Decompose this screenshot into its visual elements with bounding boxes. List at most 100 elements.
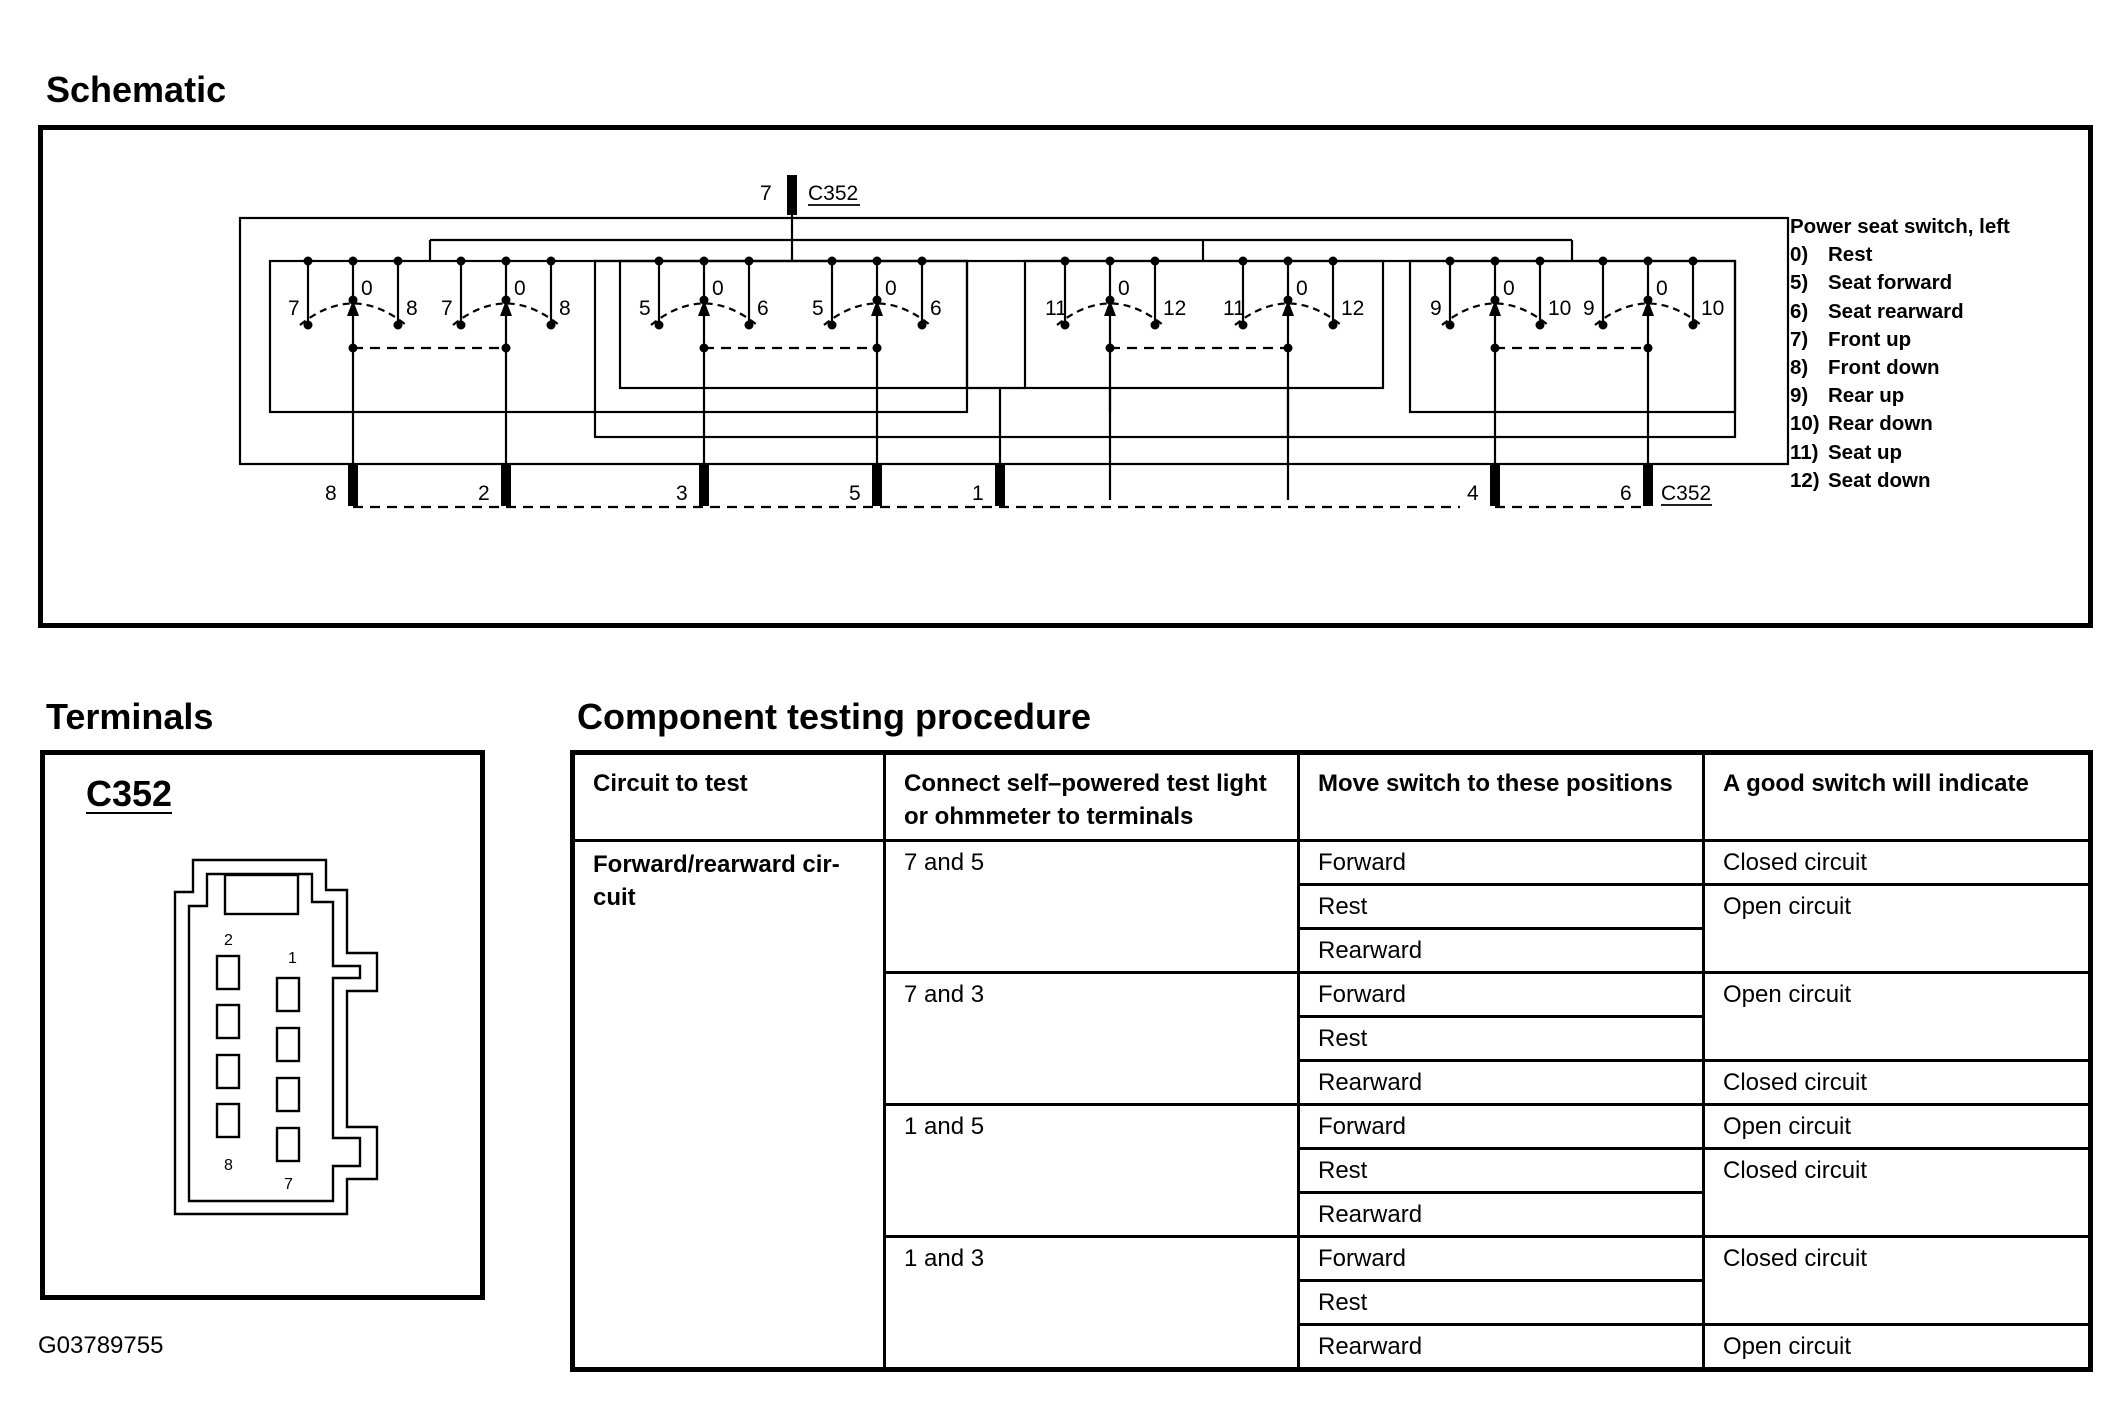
legend-code: 6) — [1790, 299, 1809, 323]
result-cell: Closed circuit — [1702, 1059, 2092, 1106]
position-cell: Forward — [1297, 1235, 1705, 1282]
position-cell: Forward — [1297, 839, 1705, 886]
switch-wiper-3: 506 — [639, 256, 769, 500]
connector-pin-3 — [699, 464, 709, 506]
result-cell: Closed circuit — [1702, 839, 2092, 886]
terminals-cell: 7 and 5 — [883, 839, 1300, 974]
pin-number-2: 2 — [478, 482, 490, 505]
result-cell: Open circuit — [1702, 1103, 2092, 1150]
connector-pin-5 — [872, 464, 882, 506]
legend-title: Power seat switch, left — [1790, 215, 2010, 238]
legend-code: 0) — [1790, 243, 1809, 267]
legend-label: Rear down — [1828, 412, 1933, 436]
switch-label-left: 5 — [639, 297, 651, 320]
cavity-right-3 — [275, 1076, 301, 1113]
schematic-heading: Schematic — [46, 69, 227, 110]
switch-label-rest: 0 — [1118, 277, 1130, 300]
switch-label-rest: 0 — [885, 277, 897, 300]
connector-pin-1 — [995, 464, 1005, 506]
pin-number-5: 5 — [849, 482, 861, 505]
figure-id: G03789755 — [38, 1332, 164, 1359]
legend-label: Front up — [1828, 327, 1912, 351]
pin-label-8: 8 — [224, 1157, 233, 1174]
column-header-circuit: Circuit to test — [571, 751, 886, 842]
pin-label-1: 1 — [288, 950, 297, 967]
switch-label-rest: 0 — [712, 277, 724, 300]
cavity-right-2 — [275, 1026, 301, 1063]
connector-pin-4 — [1490, 464, 1500, 506]
pin-number-4: 4 — [1467, 482, 1479, 505]
legend-code: 10) — [1790, 412, 1820, 436]
legend-item: 7) Front up — [1790, 326, 2010, 354]
position-cell: Rearward — [1297, 927, 1705, 974]
position-cell: Forward — [1297, 1103, 1705, 1150]
switch-label-rest: 0 — [1503, 277, 1515, 300]
pin-number-6: 6 — [1620, 482, 1632, 505]
position-cell: Rest — [1297, 883, 1705, 930]
legend-item: 10) Rear down — [1790, 410, 2010, 438]
top-pin-number: 7 — [760, 182, 772, 205]
result-cell: Open circuit — [1702, 1323, 2092, 1371]
legend-code: 5) — [1790, 271, 1809, 295]
circuit-cell: Forward/rearward cir-cuit — [571, 839, 886, 1371]
switch-label-rest: 0 — [1656, 277, 1668, 300]
cavity-left-3 — [215, 1053, 241, 1090]
result-cell: Open circuit — [1702, 883, 2092, 974]
terminal-connector-label: C352 — [86, 773, 172, 814]
switch-label-right: 6 — [930, 297, 942, 320]
legend-label: Seat up — [1828, 440, 1903, 464]
switch-label-right: 8 — [559, 297, 571, 320]
pin-label-2: 2 — [224, 932, 233, 949]
legend-label: Seat forward — [1828, 271, 1953, 295]
cavity-right-1 — [275, 976, 301, 1013]
pin-number-8: 8 — [325, 482, 337, 505]
switch-label-right: 12 — [1341, 297, 1364, 320]
top-connector-pin — [787, 175, 797, 215]
legend-code: 7) — [1790, 327, 1809, 351]
legend-code: 11) — [1790, 440, 1819, 464]
column-header-result: A good switch will indicate — [1702, 751, 2092, 842]
table-row: Rest — [573, 1279, 2091, 1326]
legend-label: Front down — [1828, 356, 1940, 380]
pin-number-1: 1 — [972, 482, 984, 505]
position-cell: Rest — [1297, 1015, 1705, 1062]
legend-label: Seat down — [1828, 468, 1931, 492]
connector-pin-2 — [501, 464, 511, 506]
column-header-positions: Move switch to these positions — [1297, 751, 1705, 842]
position-cell: Rearward — [1297, 1323, 1705, 1371]
switch-label-right: 10 — [1548, 297, 1571, 320]
schematic-frame — [38, 125, 2093, 628]
position-cell: Rest — [1297, 1279, 1705, 1326]
legend-label: Seat rearward — [1828, 299, 1964, 323]
position-cell: Forward — [1297, 971, 1705, 1018]
cavity-right-4 — [275, 1126, 301, 1163]
terminals-cell: 7 and 3 — [883, 971, 1300, 1106]
switch-label-right: 10 — [1701, 297, 1724, 320]
switch-label-rest: 0 — [1296, 277, 1308, 300]
component-testing-table: Circuit to test Connect self–powered tes… — [570, 750, 2093, 1372]
terminals-cell: 1 and 5 — [883, 1103, 1300, 1238]
cavity-left-2 — [215, 1003, 241, 1040]
position-cell: Rearward — [1297, 1059, 1705, 1106]
switch-label-rest: 0 — [361, 277, 373, 300]
cavity-left-4 — [215, 1102, 241, 1139]
legend-item: 11) Seat up — [1790, 439, 2010, 467]
top-connector-label: C352 — [808, 182, 858, 205]
legend-item: 8)Front down — [1790, 354, 2010, 382]
table-row: Rearward — [573, 927, 2091, 974]
switch-label-left: 11 — [1223, 297, 1245, 320]
pin-label-7: 7 — [284, 1176, 293, 1193]
legend-item: 6) Seat rearward — [1790, 298, 2010, 326]
switch-label-left: 5 — [812, 297, 824, 320]
connector-pin-8 — [348, 464, 358, 506]
switch-wiper-1: 708 — [288, 256, 418, 500]
bottom-connector-label: C352 — [1661, 482, 1711, 505]
terminals-cell: 1 and 3 — [883, 1235, 1300, 1371]
